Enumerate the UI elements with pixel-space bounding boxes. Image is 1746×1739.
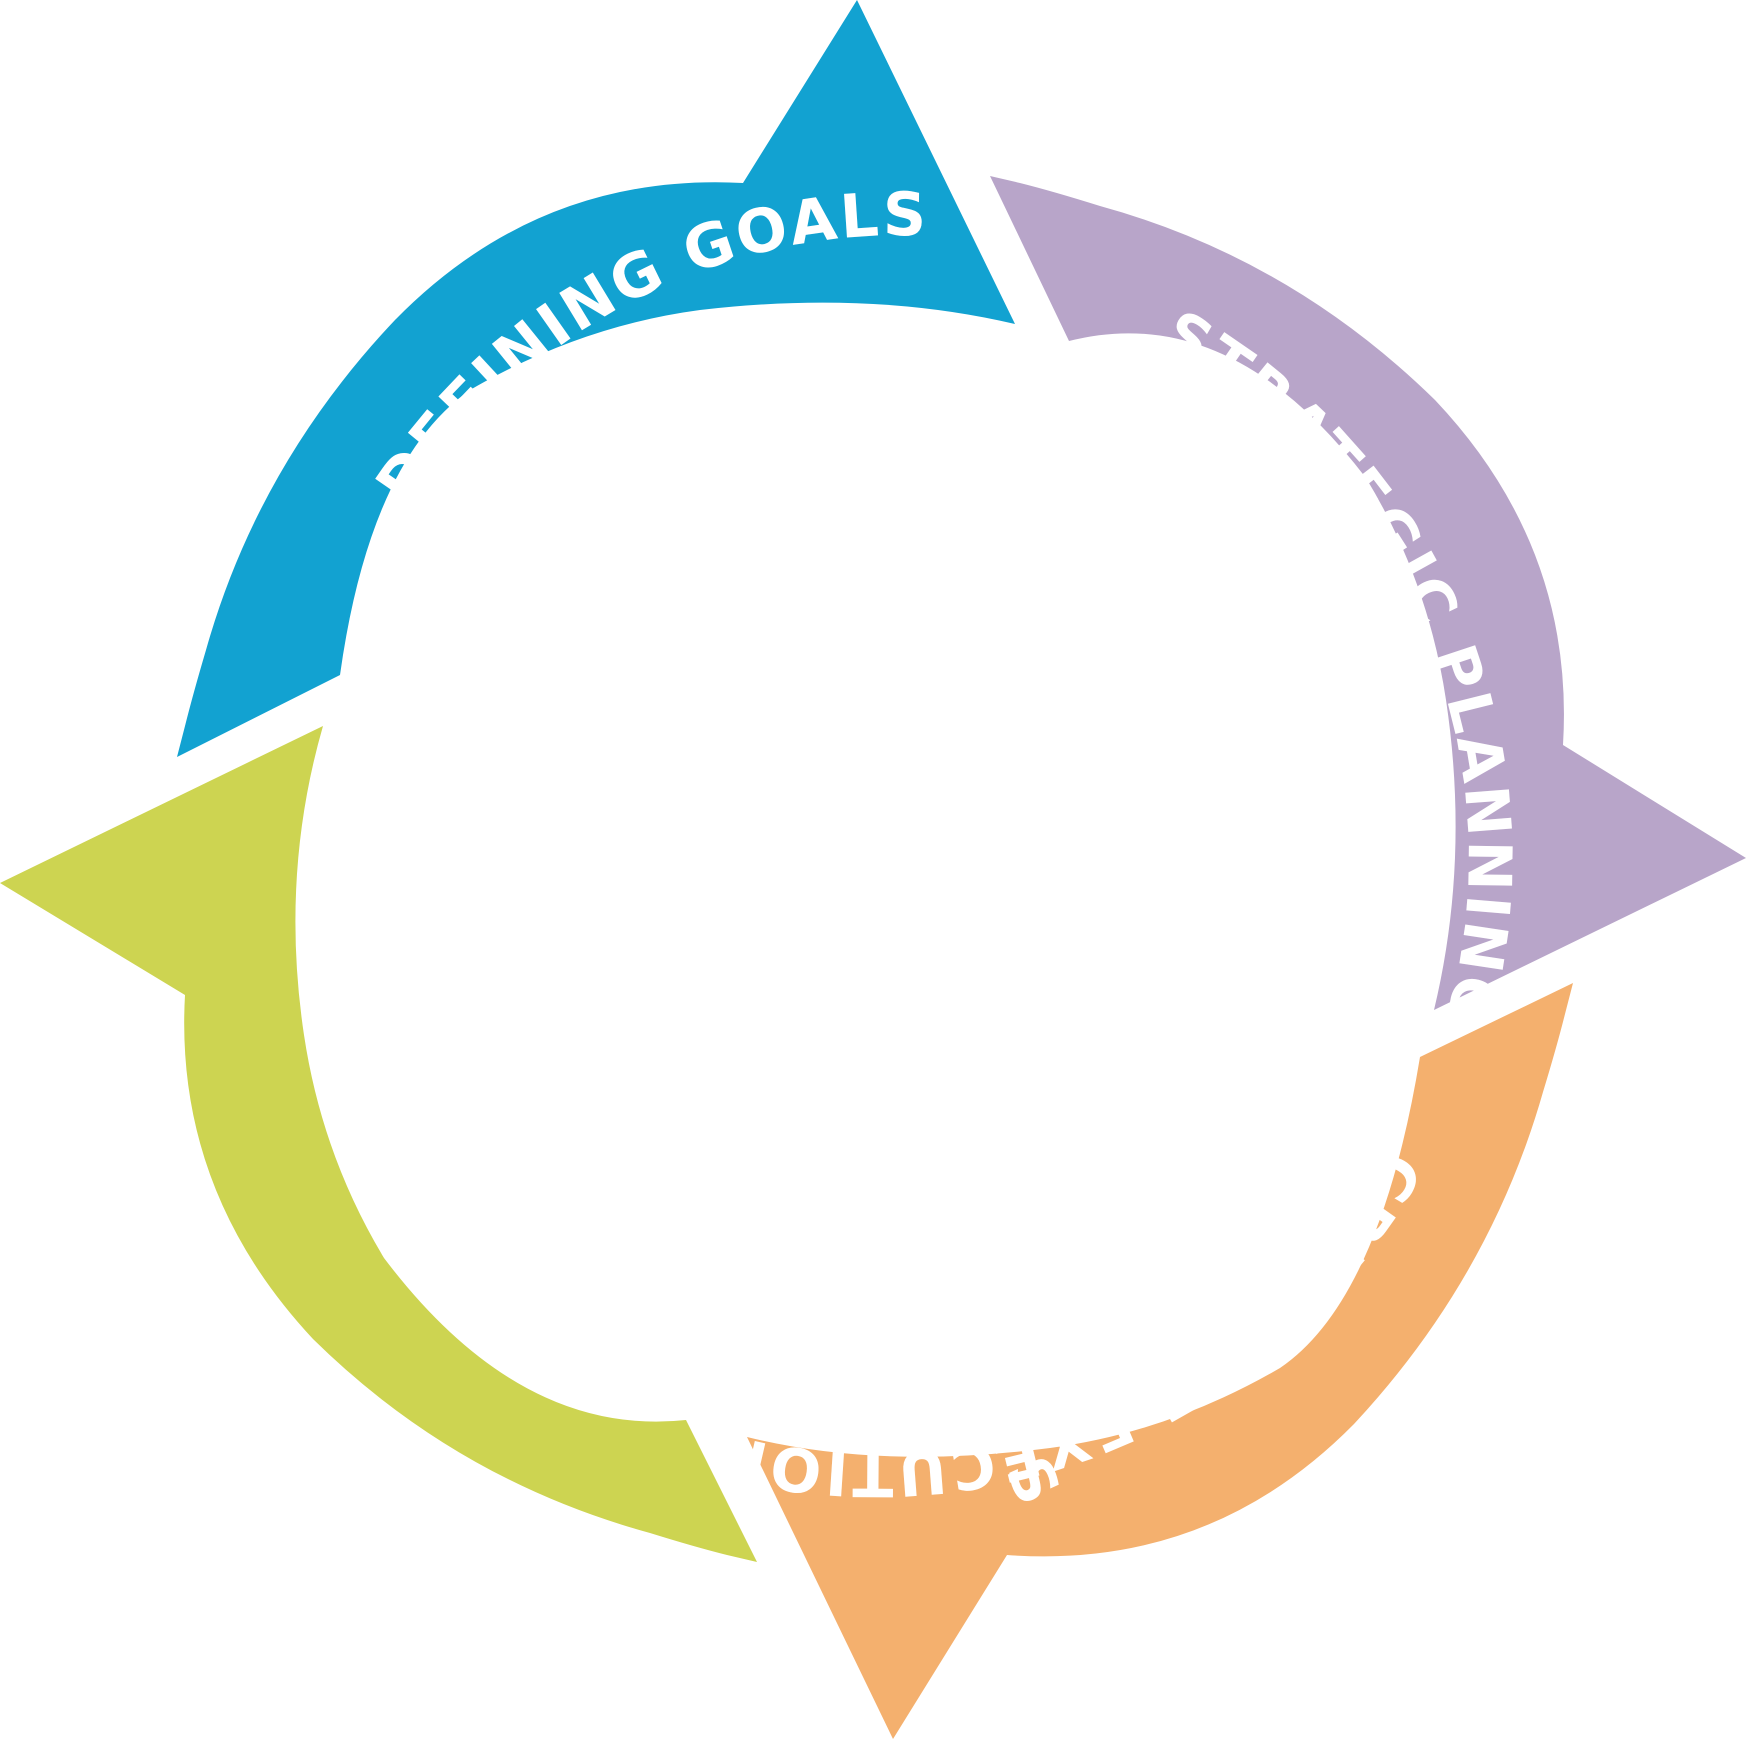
arrow-strategic-planning <box>990 176 1746 1010</box>
stage-strategic-planning: STRATEGIC PLANNING <box>990 176 1746 1036</box>
arrow-creative-execution <box>747 983 1573 1739</box>
stage-measurable-results: MEASURABLE RESULTS <box>0 726 1071 1562</box>
stage-defining-goals: DEFINING GOALS <box>177 0 1015 757</box>
arrow-defining-goals <box>177 0 1015 757</box>
stage-creative-execution: CREATIVE EXECUTION <box>706 983 1573 1739</box>
arrow-measurable-results <box>0 726 757 1562</box>
